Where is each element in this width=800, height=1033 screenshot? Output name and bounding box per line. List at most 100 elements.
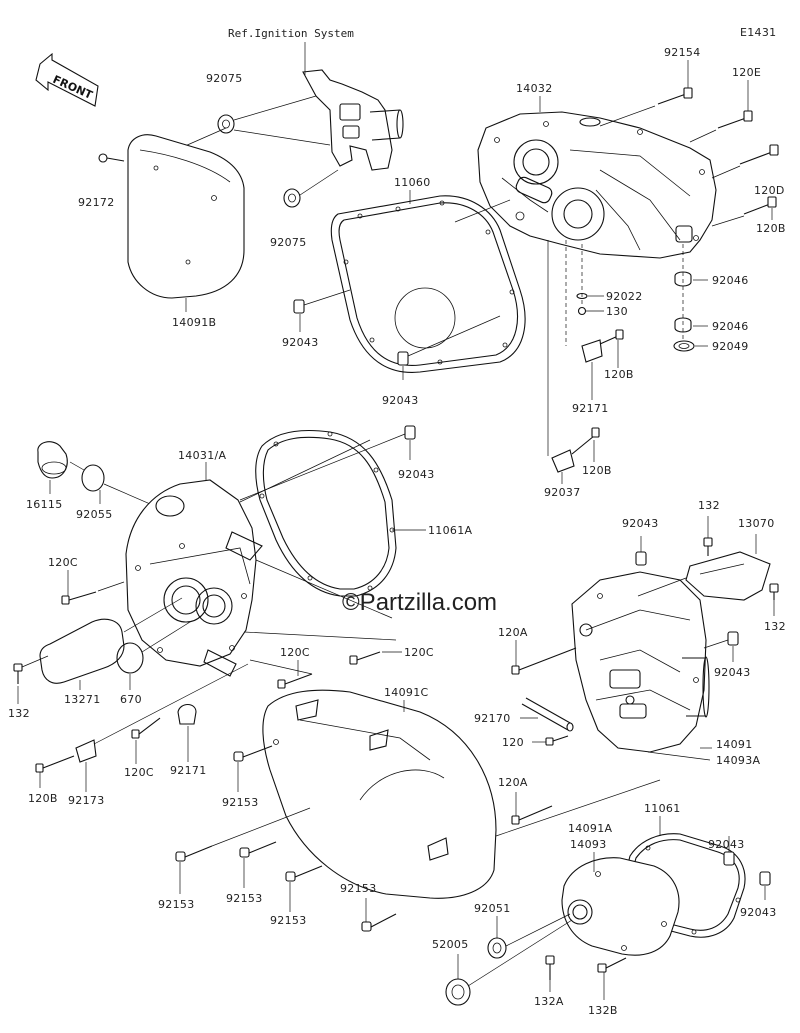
label-14091A: 14091A xyxy=(568,822,612,835)
label-120C-b: 120C xyxy=(280,646,310,659)
clamp-92171-lower xyxy=(177,703,197,725)
bolt-92172 xyxy=(98,153,125,163)
screw-120 xyxy=(545,735,569,746)
label-14091B: 14091B xyxy=(172,316,216,329)
label-120D: 120D xyxy=(754,184,785,197)
front-arrow-icon: FRONT xyxy=(35,52,99,107)
label-92171-a: 92171 xyxy=(572,402,609,415)
label-92043-d: 92043 xyxy=(622,517,659,530)
label-92153-d: 92153 xyxy=(270,914,307,927)
oil-cap-16115 xyxy=(37,441,68,479)
label-92046-a: 92046 xyxy=(712,274,749,287)
bolt-120C-d xyxy=(131,717,161,739)
ignition-bracket xyxy=(302,69,404,171)
bolt-120D xyxy=(739,144,779,165)
bolt-132A xyxy=(545,955,555,980)
o-ring-670 xyxy=(116,642,144,674)
cover-plate-13271 xyxy=(39,618,125,684)
label-11060: 11060 xyxy=(394,176,431,189)
label-120E: 120E xyxy=(732,66,761,79)
label-670: 670 xyxy=(120,693,142,706)
label-92022: 92022 xyxy=(606,290,643,303)
bolt-120B-d xyxy=(35,755,75,773)
label-120A-a: 120A xyxy=(498,626,528,639)
bolt-120C-c xyxy=(349,651,381,665)
bolt-120E xyxy=(717,110,753,129)
bearing-92051 xyxy=(487,937,507,959)
partzilla-watermark: ©Partzilla.com xyxy=(342,589,497,616)
label-132B: 132B xyxy=(588,1004,618,1017)
cover-14091A xyxy=(561,857,680,956)
label-92153-b: 92153 xyxy=(158,898,195,911)
screw-132-c xyxy=(769,583,779,600)
label-92075-b: 92075 xyxy=(270,236,307,249)
housing-14091 xyxy=(571,571,710,753)
housing-14032 xyxy=(477,111,717,259)
label-92173: 92173 xyxy=(68,794,105,807)
label-120B-d: 120B xyxy=(28,792,58,805)
label-14091: 14091 xyxy=(716,738,753,751)
label-14091C: 14091C xyxy=(384,686,428,699)
label-16115: 16115 xyxy=(26,498,63,511)
label-132-a: 132 xyxy=(8,707,30,720)
grommet-92075-lower xyxy=(283,188,301,208)
label-92154: 92154 xyxy=(664,46,701,59)
dowel-pin-92043-f xyxy=(723,851,735,866)
label-52005: 52005 xyxy=(432,938,469,951)
gasket-11061A xyxy=(255,429,397,597)
clamp-92173 xyxy=(75,739,97,763)
label-120: 120 xyxy=(502,736,524,749)
seal-52005 xyxy=(445,978,471,1006)
screw-132-a xyxy=(13,663,23,684)
bolt-120A-b xyxy=(511,805,553,825)
bolt-120C-b xyxy=(277,673,313,689)
label-92043-c: 92043 xyxy=(398,468,435,481)
bolt-130 xyxy=(577,306,587,316)
label-120B-c: 120B xyxy=(582,464,612,477)
label-14032: 14032 xyxy=(516,82,553,95)
label-92153-e: 92153 xyxy=(340,882,377,895)
reference-ignition-system: Ref.Ignition System xyxy=(228,27,354,40)
label-120B-b: 120B xyxy=(604,368,634,381)
dowel-pin-92043-b xyxy=(397,351,409,366)
label-132-b: 132 xyxy=(698,499,720,512)
dowel-pin-92043-a xyxy=(293,299,305,314)
label-11061A: 11061A xyxy=(428,524,472,537)
label-92043-a: 92043 xyxy=(282,336,319,349)
label-14031A: 14031/A xyxy=(178,449,226,462)
label-120C-c: 120C xyxy=(404,646,434,659)
label-92037: 92037 xyxy=(544,486,581,499)
label-92171-b: 92171 xyxy=(170,764,207,777)
bolt-120C-a xyxy=(61,591,97,605)
label-132-c: 132 xyxy=(764,620,786,633)
outer-cover-14091C xyxy=(262,689,497,899)
bolt-132B xyxy=(597,957,627,973)
label-120C-a: 120C xyxy=(48,556,78,569)
label-92043-e: 92043 xyxy=(714,666,751,679)
dowel-pin-92043-d xyxy=(635,551,647,566)
cover-13070 xyxy=(685,551,771,601)
label-92043-f: 92043 xyxy=(708,838,745,851)
dowel-pin-92043-g xyxy=(759,871,771,886)
dowel-pin-92043-c xyxy=(404,425,416,440)
label-13070: 13070 xyxy=(738,517,775,530)
label-130: 130 xyxy=(606,305,628,318)
screw-132-b xyxy=(703,537,713,556)
dowel-pin-92043-e xyxy=(727,631,739,646)
label-13271: 13271 xyxy=(64,693,101,706)
bolt-92153-b xyxy=(175,845,213,862)
label-92153-a: 92153 xyxy=(222,796,259,809)
bolt-120B-b xyxy=(599,329,624,345)
gasket-11060 xyxy=(330,195,526,373)
label-92043-b: 92043 xyxy=(382,394,419,407)
label-120C-d: 120C xyxy=(124,766,154,779)
bolt-92153-e xyxy=(361,913,397,932)
label-120B-a: 120B xyxy=(756,222,786,235)
label-92172: 92172 xyxy=(78,196,115,209)
rod-92170 xyxy=(521,697,574,732)
cover-14031A xyxy=(125,479,263,677)
label-92170: 92170 xyxy=(474,712,511,725)
bolt-92153-a xyxy=(233,745,273,762)
